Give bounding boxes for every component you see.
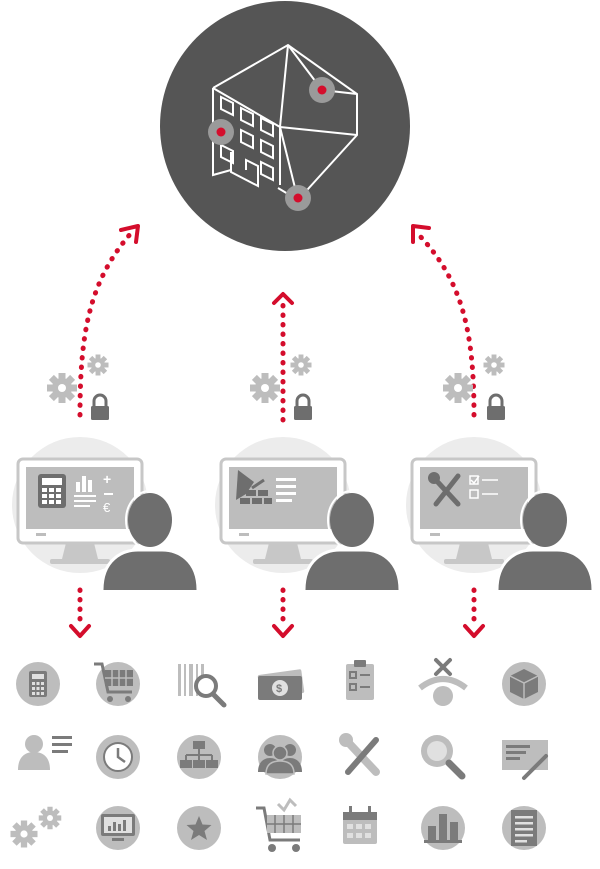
document-icon [502, 806, 546, 850]
user-list-icon [18, 735, 72, 770]
bar-chart-icon [421, 806, 465, 850]
arrow-right-down [463, 587, 485, 638]
arrow-right-to-hub [411, 224, 477, 418]
hub-node-left [208, 119, 234, 145]
magnifier-icon [421, 735, 466, 780]
contract-sign-icon [502, 740, 548, 780]
calendar-icon [343, 806, 377, 844]
svg-text:+: + [103, 471, 111, 487]
box-icon [502, 662, 546, 706]
tools-icon [339, 733, 380, 776]
arrow-left-down [69, 587, 91, 638]
central-hub [160, 1, 410, 251]
workstation-construction [215, 437, 402, 592]
arrow-left-to-hub [77, 224, 140, 418]
monitor-chart-icon [96, 806, 140, 850]
tools-checklist-icon [428, 472, 498, 507]
star-icon [177, 806, 221, 850]
clipboard-checklist-icon [346, 660, 374, 700]
trowel-bricks-icon [236, 470, 296, 504]
group-icon [258, 735, 302, 779]
calculator-icon [16, 662, 60, 706]
org-chart-icon [177, 735, 221, 779]
arrow-center-down [272, 587, 294, 638]
gears-lock-left [47, 354, 111, 422]
gears-icon [10, 806, 62, 848]
cart-icon [94, 662, 140, 706]
clock-icon [96, 735, 140, 779]
barcode-search-icon [178, 664, 227, 708]
arrow-center-to-hub [272, 292, 294, 423]
no-access-icon [418, 658, 468, 706]
money-icon: $ [257, 669, 305, 700]
hub-node-top [309, 77, 335, 103]
calculator-chart-euro-icon: + € [38, 471, 113, 515]
cart-full-icon [256, 797, 301, 852]
svg-text:€: € [103, 500, 111, 515]
svg-text:$: $ [276, 683, 282, 695]
workstation-accounting: + € [12, 437, 200, 592]
workstation-maintenance [406, 437, 595, 592]
hub-node-bottom [285, 185, 311, 211]
